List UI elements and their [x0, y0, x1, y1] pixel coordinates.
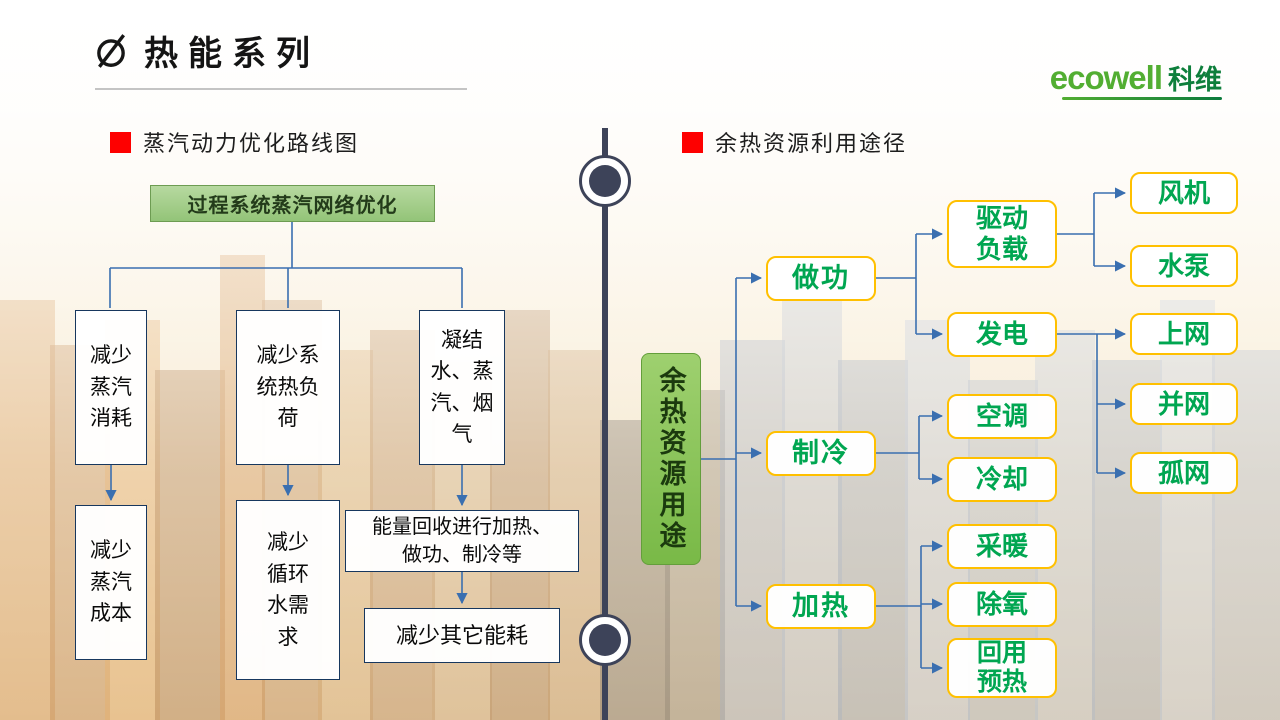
- box-reduce-steam-cost: 减少蒸汽成本: [75, 505, 147, 660]
- box-air-conditioning: 空调: [947, 394, 1057, 439]
- box-cooling: 制冷: [766, 431, 876, 476]
- box-label: 制冷: [792, 437, 850, 468]
- box-label: 减少循环水需求: [267, 531, 309, 649]
- box-label: 发电: [975, 319, 1028, 350]
- box-label: 减少蒸汽消耗: [90, 344, 132, 431]
- red-bullet-icon: [682, 131, 703, 153]
- box-label: 采暖: [975, 531, 1028, 562]
- box-label: 加热: [792, 590, 850, 621]
- box-reuse-preheat: 回用预热: [947, 638, 1057, 698]
- logo-brand: ecowell: [1049, 59, 1163, 96]
- box-energy-recovery: 能量回收进行加热、做功、制冷等: [345, 510, 579, 572]
- company-logo: ecowell 科维: [1050, 58, 1222, 97]
- box-label: 上网: [1157, 318, 1210, 349]
- box-reduce-steam-consumption: 减少蒸汽消耗: [75, 310, 147, 465]
- box-label: 能量回收进行加热、做功、制冷等: [372, 516, 552, 566]
- box-drive-load: 驱动负载: [947, 200, 1057, 268]
- box-space-heating: 采暖: [947, 524, 1057, 569]
- box-water-pump: 水泵: [1130, 245, 1238, 287]
- right-root-box: 余热资源用途: [641, 353, 701, 565]
- box-label: 回用预热: [976, 638, 1027, 697]
- slashed-circle-icon: [97, 33, 126, 68]
- logo-underline: [1062, 97, 1222, 100]
- box-reduce-circulating-water-demand: 减少循环水需求: [236, 500, 340, 680]
- box-label: 孤网: [1157, 457, 1210, 488]
- header: 热能系列: [92, 26, 320, 75]
- box-label: 冷却: [975, 464, 1028, 495]
- box-label: 驱动负载: [976, 203, 1029, 264]
- box-label: 减少其它能耗: [395, 623, 528, 648]
- box-heating: 加热: [766, 584, 876, 629]
- left-section-title: 蒸汽动力优化路线图: [143, 131, 360, 156]
- right-section-title: 余热资源利用途径: [715, 131, 908, 156]
- left-root-box: 过程系统蒸汽网络优化: [150, 185, 435, 222]
- box-condensate-steam-fluegas: 凝结水、蒸汽、烟气: [419, 310, 505, 465]
- box-label: 凝结水、蒸汽、烟气: [430, 328, 494, 447]
- right-section-header: 余热资源利用途径: [682, 126, 907, 158]
- box-label: 减少系统热负荷: [256, 344, 320, 431]
- box-fan: 风机: [1130, 172, 1238, 214]
- box-power-generation: 发电: [947, 312, 1057, 357]
- left-section-header: 蒸汽动力优化路线图: [110, 126, 359, 158]
- box-grid-feed: 上网: [1130, 313, 1238, 355]
- box-label: 除氧: [975, 589, 1028, 620]
- page-title: 热能系列: [144, 35, 320, 73]
- box-reduce-other-energy: 减少其它能耗: [364, 608, 560, 663]
- box-island-grid: 孤网: [1130, 452, 1238, 494]
- box-deaeration: 除氧: [947, 582, 1057, 627]
- red-bullet-icon: [110, 131, 131, 153]
- logo-company-name: 科维: [1168, 65, 1222, 95]
- box-cooling-water: 冷却: [947, 457, 1057, 502]
- box-label: 水泵: [1157, 250, 1210, 281]
- box-label: 做功: [792, 262, 850, 293]
- box-do-work: 做功: [766, 256, 876, 301]
- box-grid-connected: 并网: [1130, 383, 1238, 425]
- box-label: 风机: [1157, 177, 1210, 208]
- title-underline: [95, 88, 467, 90]
- box-label: 空调: [975, 401, 1028, 432]
- box-label: 并网: [1157, 388, 1210, 419]
- box-reduce-system-heat-load: 减少系统热负荷: [236, 310, 340, 465]
- box-label: 减少蒸汽成本: [90, 539, 132, 626]
